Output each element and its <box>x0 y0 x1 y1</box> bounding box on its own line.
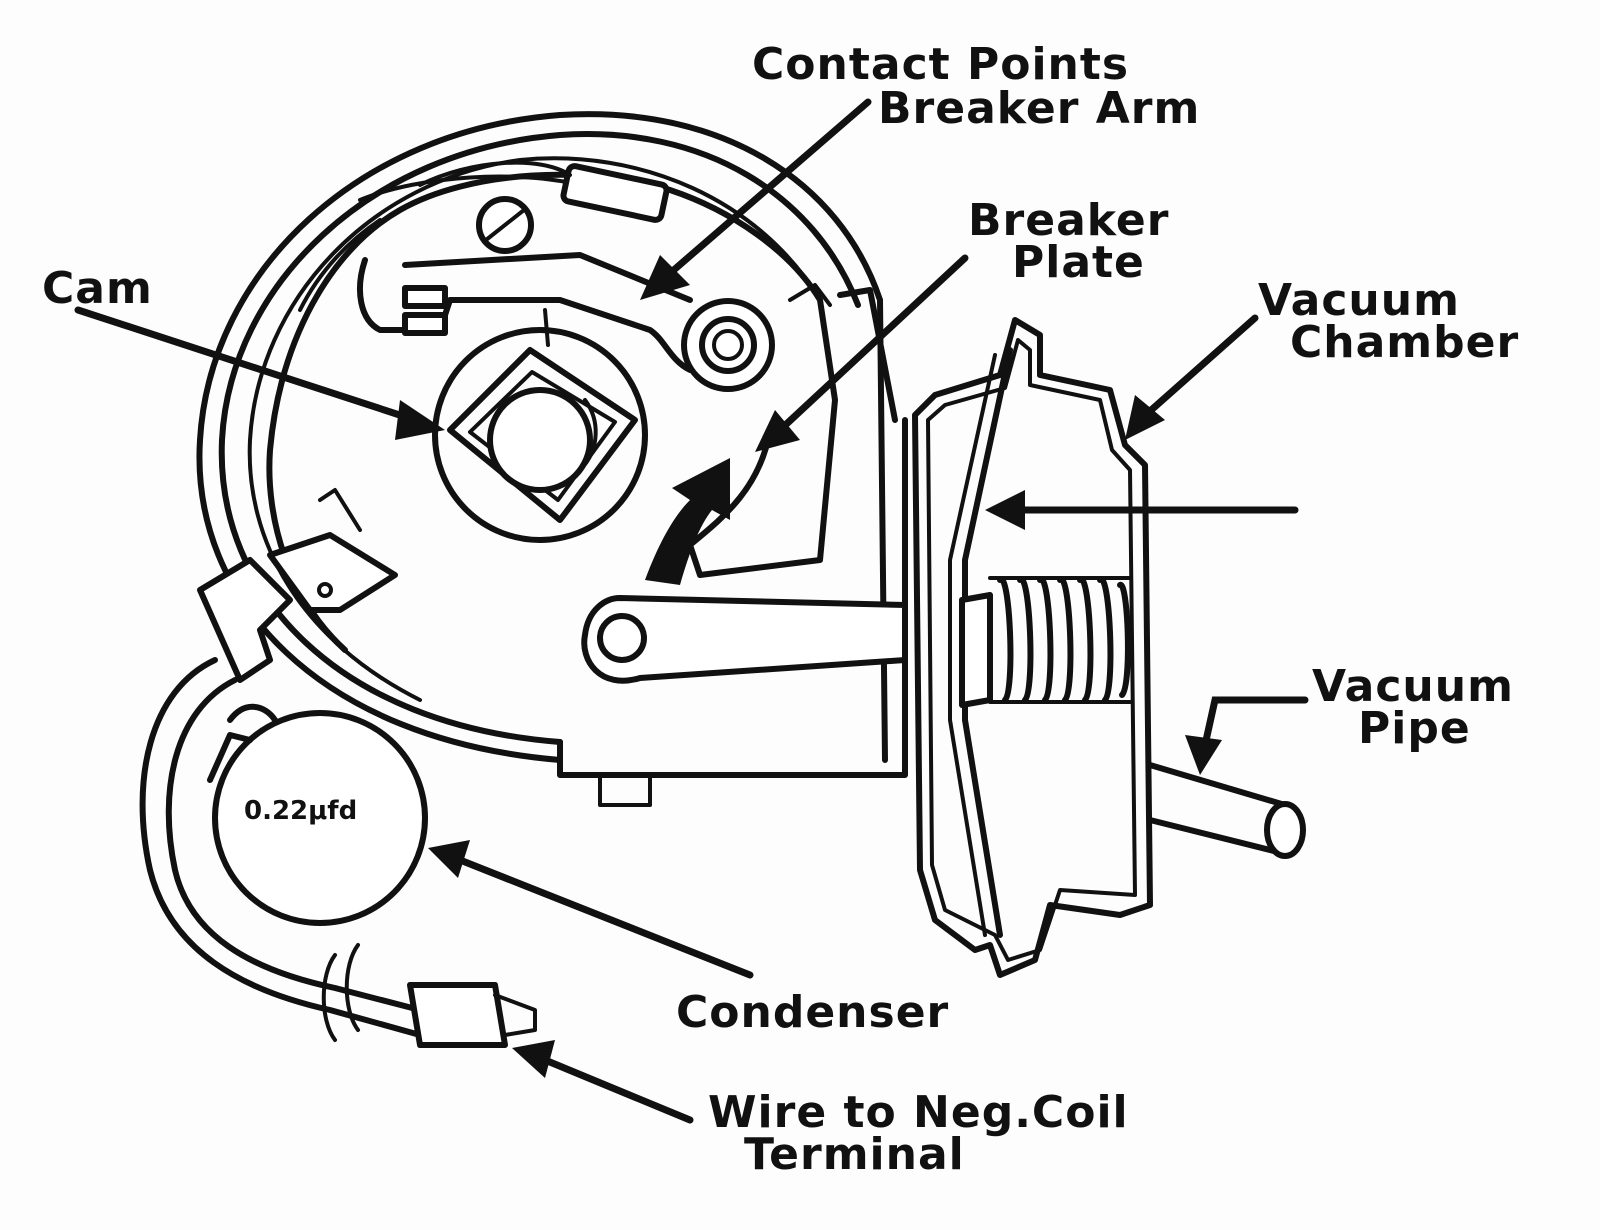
vacuum-link <box>581 595 908 684</box>
leader-arrows <box>74 98 1309 1124</box>
arrow-vacuum-chamber <box>1136 314 1259 424</box>
condenser-rating: 0.22μfd <box>244 796 358 826</box>
spring <box>988 576 1132 704</box>
arrow-vacuum-pipe <box>1201 696 1309 749</box>
rotation-arrow <box>645 458 730 585</box>
label-breaker-plate-1: Breaker <box>968 195 1170 246</box>
label-wire-2: Terminal <box>744 1129 965 1180</box>
vacuum-pipe <box>1147 762 1306 859</box>
label-condenser: Condenser <box>676 987 950 1038</box>
condenser-assembly <box>139 488 537 1048</box>
contact-points-assembly <box>357 160 775 392</box>
label-vacuum-chamber-1: Vacuum <box>1258 275 1460 326</box>
label-vacuum-chamber-2: Chamber <box>1290 317 1520 368</box>
cam-assembly <box>432 327 648 543</box>
label-cam: Cam <box>42 263 153 314</box>
arrow-condenser <box>456 856 754 979</box>
label-vacuum-pipe-1: Vacuum <box>1312 661 1514 712</box>
label-breaker-arm: Breaker Arm <box>878 83 1201 134</box>
arrow-wire <box>541 1056 694 1124</box>
vacuum-chamber <box>912 317 1153 978</box>
arrow-breaker-plate <box>776 254 969 434</box>
arrow-contact-points <box>664 98 872 279</box>
label-breaker-plate-2: Plate <box>1012 237 1145 288</box>
arrow-cam <box>74 306 419 424</box>
label-vacuum-pipe-2: Pipe <box>1358 703 1471 754</box>
label-wire-1: Wire to Neg.Coil <box>708 1087 1129 1138</box>
label-contact-points: Contact Points <box>752 39 1130 90</box>
